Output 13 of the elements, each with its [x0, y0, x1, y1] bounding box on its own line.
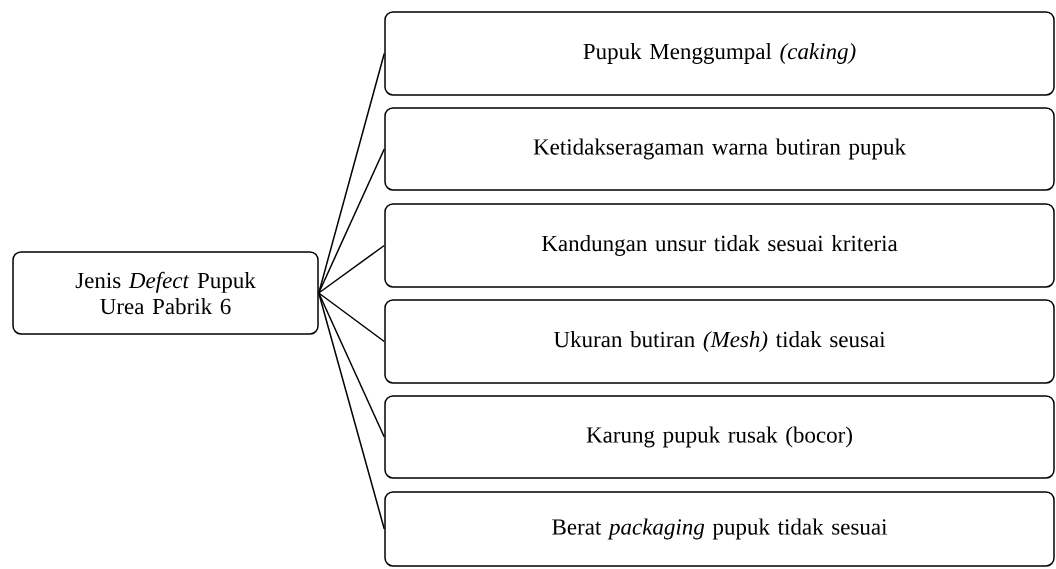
- process-box: Berat packaging pupuk tidak sesuai: [384, 491, 1055, 567]
- process-box: Kandungan unsur tidak sesuai kriteria: [384, 203, 1055, 288]
- process-box: Jenis Defect Pupuk Urea Pabrik 6: [12, 251, 319, 335]
- process-box: Ketidakseragaman warna butiran pupuk: [384, 107, 1055, 191]
- process-box: Karung pupuk rusak (bocor): [384, 395, 1055, 479]
- connector-line: [318, 292, 385, 438]
- connector-line: [318, 292, 385, 343]
- process-box: Pupuk Menggumpal (caking): [384, 11, 1055, 96]
- connector-line: [318, 292, 385, 530]
- connector-line: [318, 148, 385, 294]
- connector-line: [318, 52, 385, 294]
- connector-line: [318, 244, 385, 294]
- process-box: Ukuran butiran (Mesh) tidak seusai: [384, 299, 1055, 384]
